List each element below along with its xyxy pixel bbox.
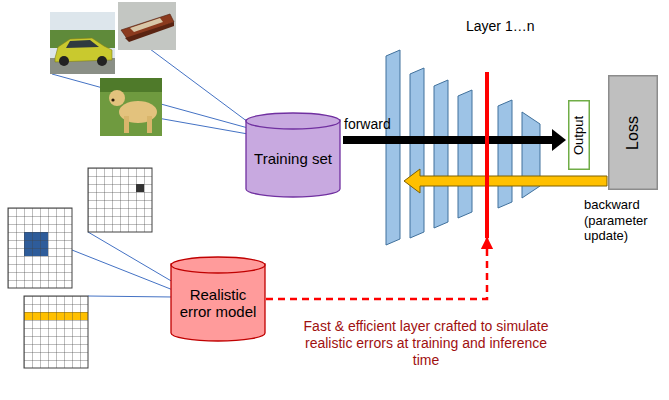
- error-grid: [8, 208, 72, 288]
- error-model-cylinder: Realistic error model: [170, 256, 266, 342]
- layer-heading: Layer 1…n: [466, 18, 534, 34]
- car-photo: [50, 12, 115, 74]
- loss-box: Loss: [608, 75, 658, 190]
- grid-links: [72, 232, 173, 297]
- annotation: Fast & efficient layer crafted to simula…: [298, 318, 554, 368]
- dog-photo: [100, 78, 162, 136]
- node-label: Realistic error model: [176, 286, 260, 321]
- error-grid: [24, 296, 88, 368]
- node-label: Training set: [254, 150, 332, 167]
- backward-arrow: [404, 169, 607, 193]
- node-label: Loss: [624, 116, 642, 150]
- output-box: Output: [568, 100, 590, 170]
- error-layer: [485, 72, 489, 238]
- arrow-label: forward: [344, 116, 424, 133]
- network-layers: [386, 50, 540, 245]
- error-grid: [88, 168, 152, 232]
- dashed-connector: [266, 238, 487, 299]
- arrow-label: backward (parameter update): [584, 197, 666, 244]
- network-block: Layer 1…n: [380, 18, 550, 238]
- node-label: Output: [572, 115, 587, 154]
- dataset-cylinder: Training set: [245, 112, 341, 198]
- boat-photo: [118, 2, 176, 50]
- forward-arrow: [343, 129, 566, 151]
